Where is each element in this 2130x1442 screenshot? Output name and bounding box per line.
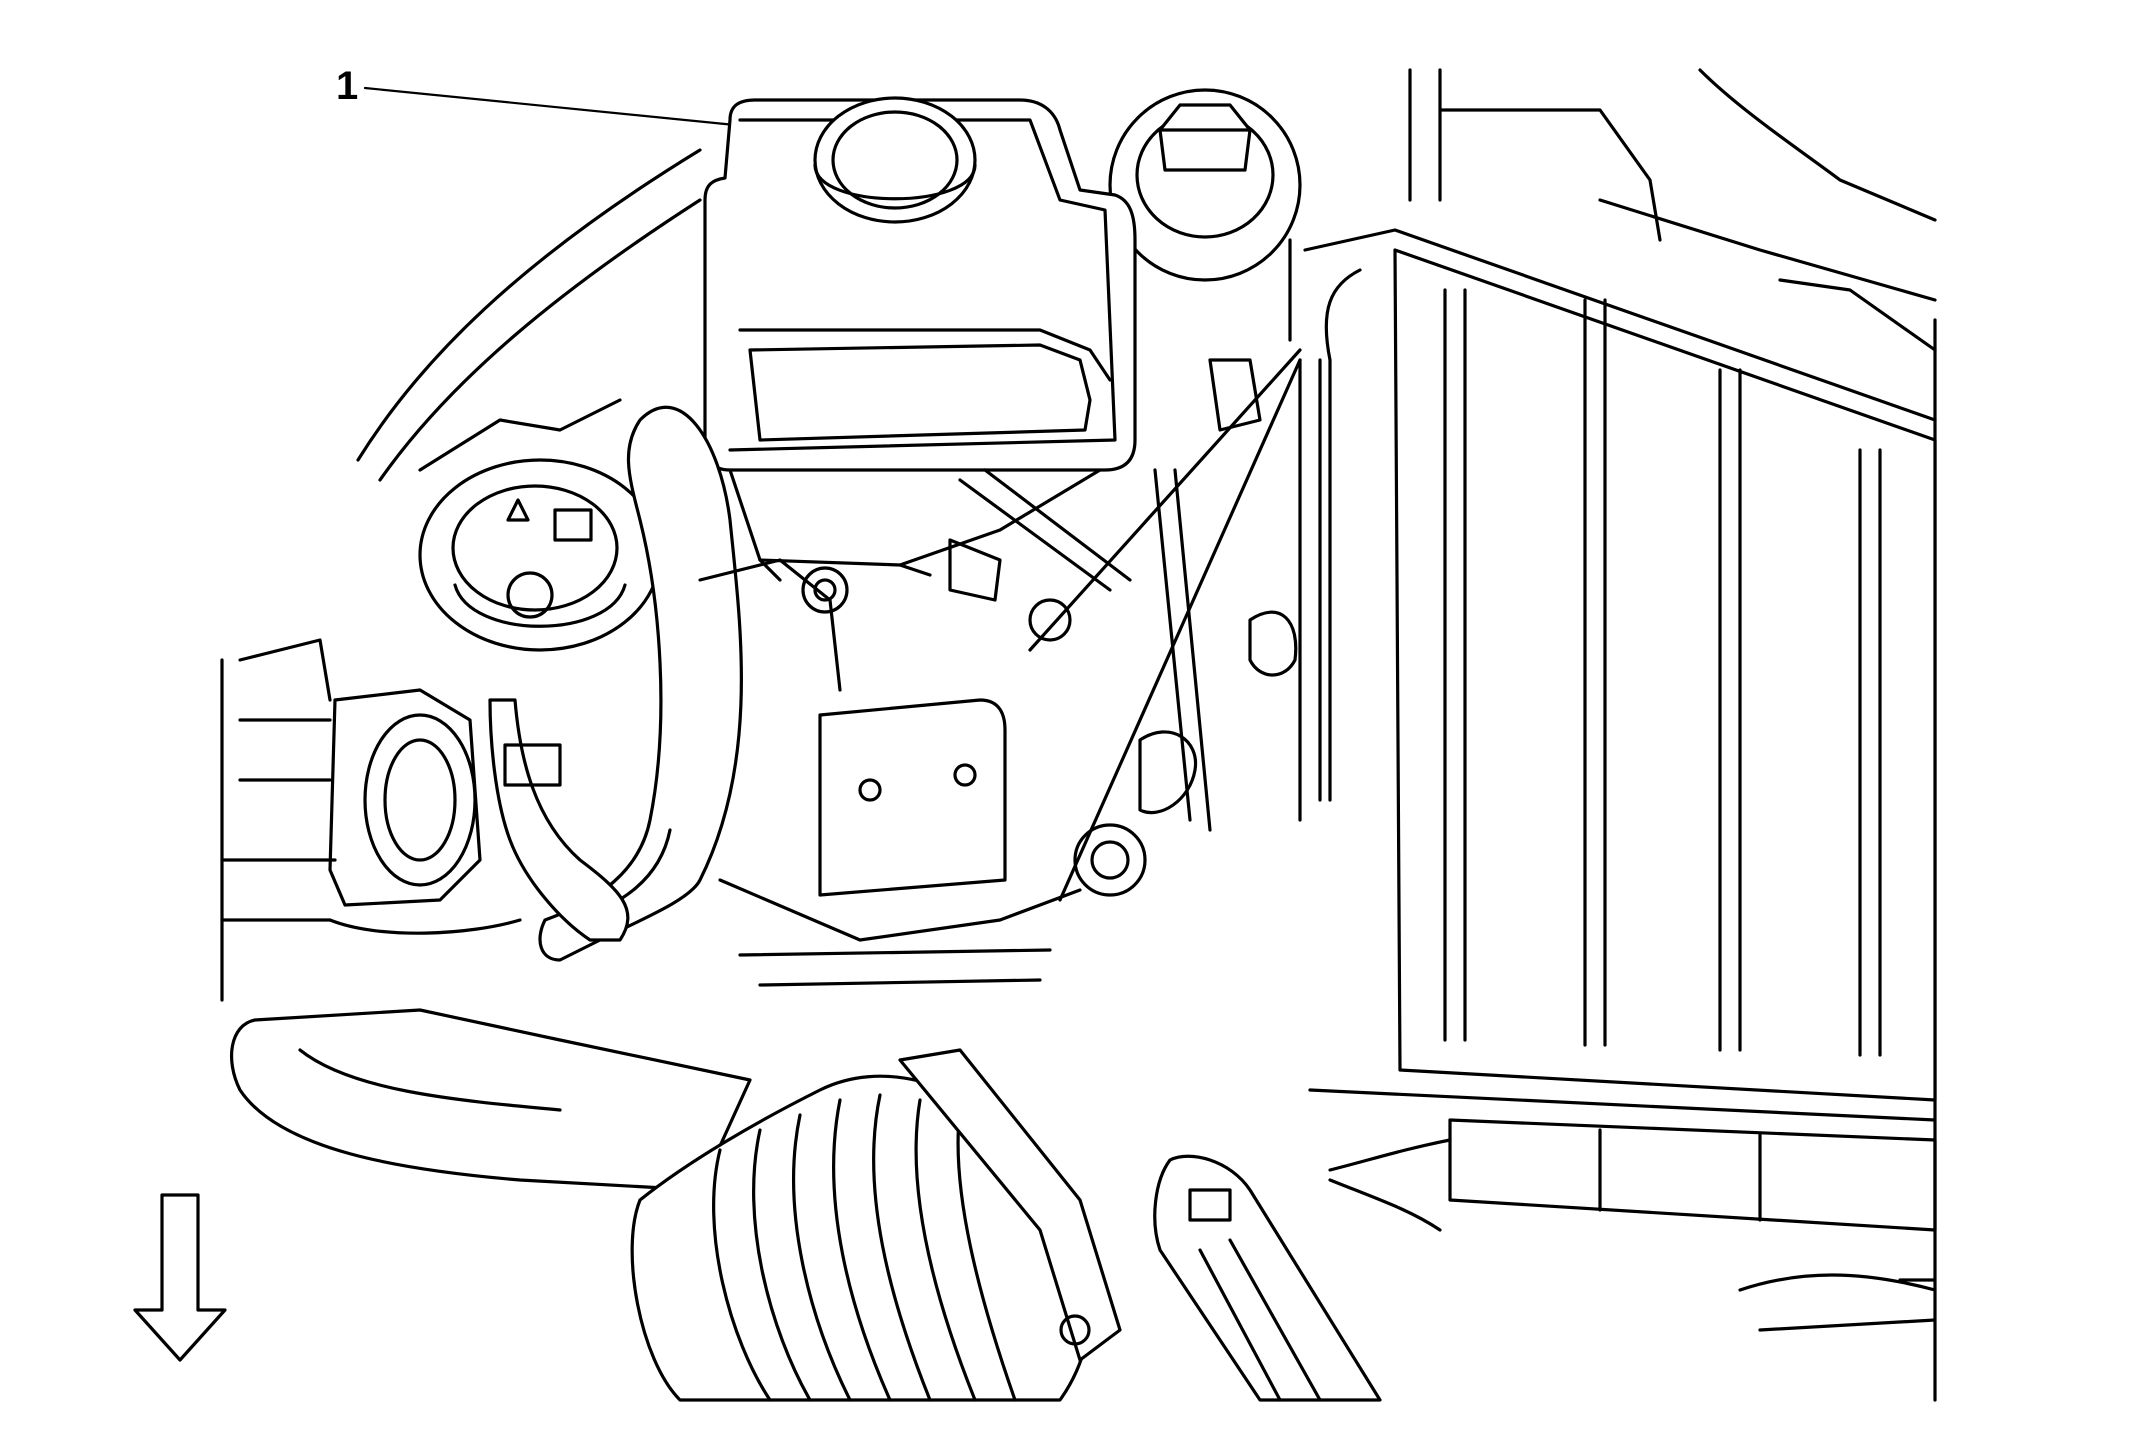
- lower-hose: [488, 698, 630, 942]
- engine-details: [718, 348, 1322, 987]
- down-arrow-icon: [133, 1193, 227, 1362]
- air-intake-duct: [230, 1008, 752, 1192]
- callout-leader-1: [363, 86, 737, 127]
- reservoir: [703, 96, 1137, 582]
- lower-right-bracket: [1738, 1273, 1937, 1332]
- center-bracket: [698, 468, 1132, 897]
- oil-filter-housing: [1108, 88, 1302, 362]
- radiator-cap: [418, 458, 662, 652]
- cowl-structure: [1408, 68, 1937, 352]
- callout-label-1: 1: [336, 64, 359, 108]
- left-assembly: [220, 638, 522, 935]
- electrical-connector: [1153, 1138, 1452, 1402]
- intake-boot: [630, 1048, 1122, 1402]
- hood-edge: [356, 148, 702, 482]
- air-cleaner-housing: [1303, 228, 1937, 1232]
